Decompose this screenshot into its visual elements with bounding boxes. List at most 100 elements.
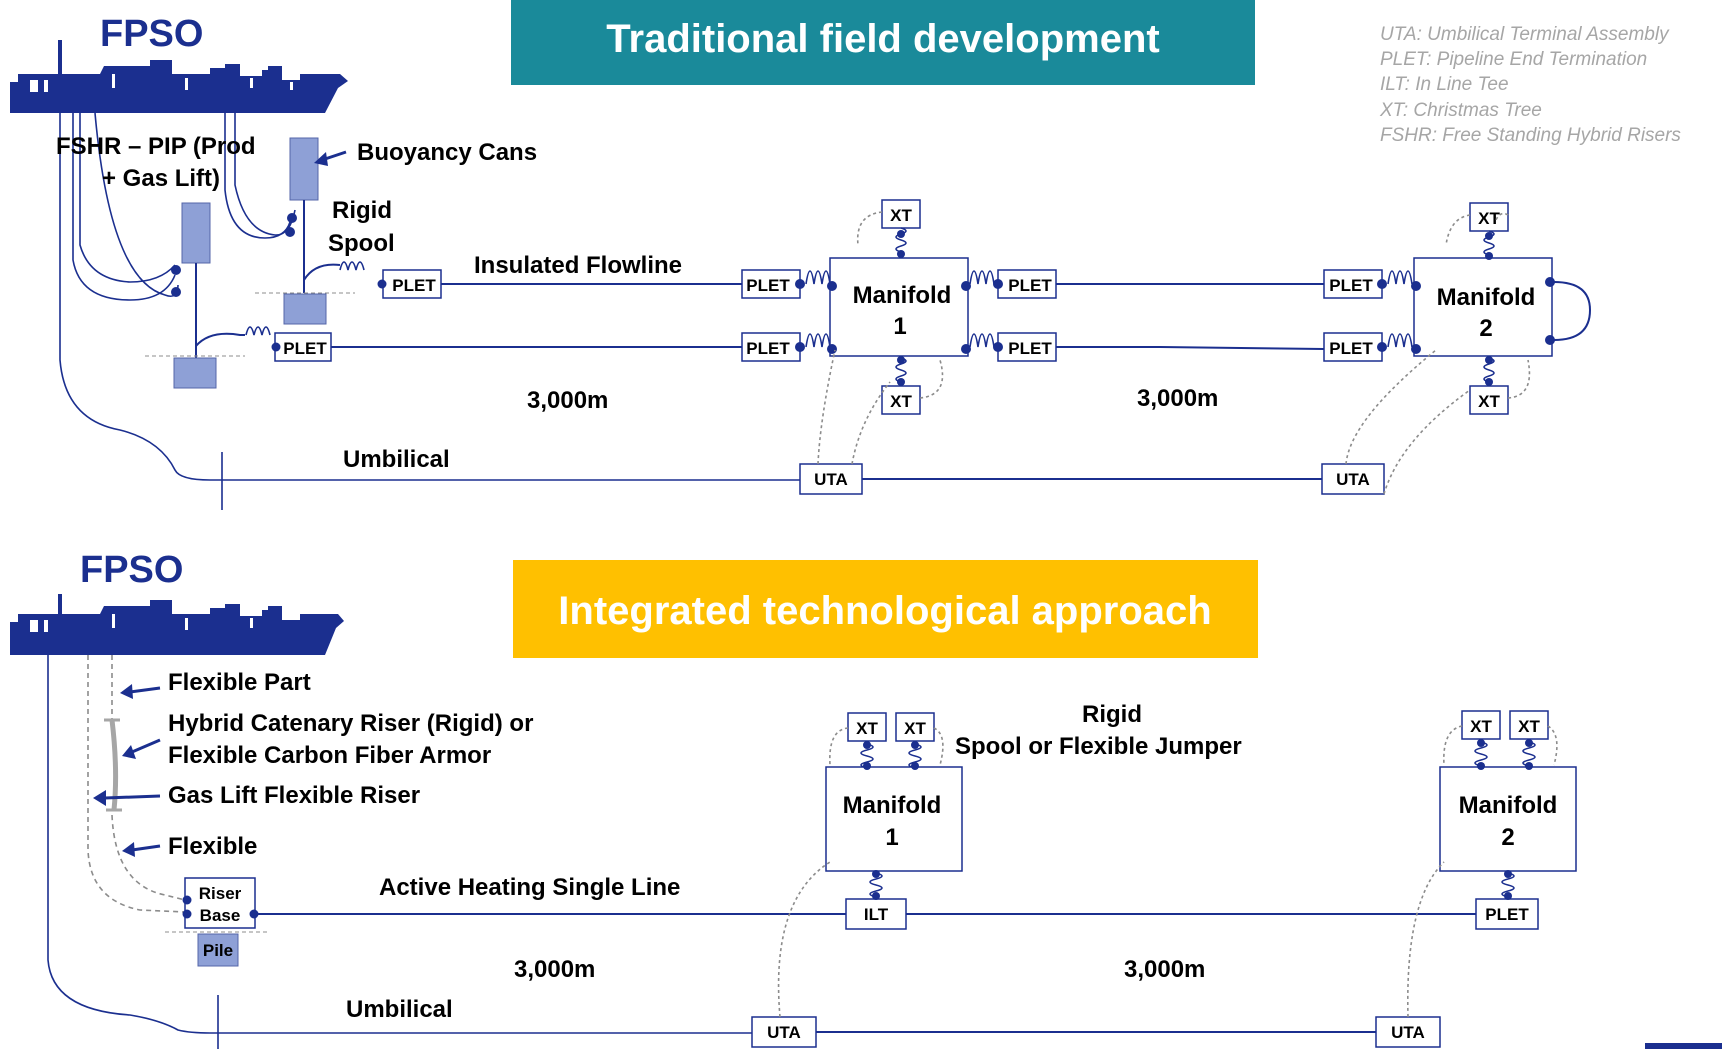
bottom-xt-m1-a (847, 712, 887, 742)
svg-text:PLET: PLET (1008, 339, 1052, 358)
top-plet-m1-lower-in (741, 332, 801, 362)
top-flowline-lower-2 (1056, 346, 1325, 350)
top-anchor-right (283, 293, 327, 325)
top-fshr-label-2: + Gas Lift) (102, 165, 220, 192)
top-rigid-label-2: Spool (328, 230, 395, 257)
bottom-fpso-ship-icon (10, 594, 344, 655)
bottom-xt-m1-b (895, 712, 935, 742)
svg-text:XT: XT (890, 206, 912, 225)
top-manifold-1-label: Manifold (853, 282, 952, 309)
bottom-umbilical-riser-line (47, 655, 752, 1034)
top-manifold-2-label: Manifold (1437, 284, 1536, 311)
top-buoyancy-can-right (289, 137, 319, 201)
top-banner (511, 0, 1255, 85)
bottom-hybrid-label-2: Flexible Carbon Fiber Armor (168, 742, 491, 769)
svg-text:Base: Base (200, 906, 241, 925)
bottom-manifold-2 (1439, 766, 1577, 872)
svg-text:PLET: Pipeline End Termination: PLET: Pipeline End Termination (1380, 49, 1647, 70)
bottom-rigid-label-2: Spool or Flexible Jumper (955, 733, 1242, 760)
svg-text:FSHR: Free Standing Hybrid Ris: FSHR: Free Standing Hybrid Risers (1380, 125, 1681, 146)
abbreviation-legend: UTA: Umbilical Terminal Assembly PLET: P… (1379, 24, 1681, 146)
top-buoyancy-can-left (181, 202, 211, 264)
svg-text:PLET: PLET (1485, 905, 1529, 924)
bottom-ilt (845, 898, 907, 930)
bottom-fpso-label: FPSO (80, 549, 183, 591)
top-fshr-label-1: FSHR – PIP (Prod (56, 133, 256, 160)
bottom-label-arrows (93, 684, 161, 857)
top-umbilical-label: Umbilical (343, 446, 450, 473)
svg-text:PLET: PLET (746, 339, 790, 358)
svg-text:1: 1 (885, 824, 898, 851)
svg-text:1: 1 (893, 313, 906, 340)
svg-text:XT: XT (1478, 392, 1500, 411)
top-insulated-label: Insulated Flowline (474, 252, 682, 279)
svg-text:XT: XT (904, 719, 926, 738)
top-umbilical-riser-line (59, 113, 800, 481)
svg-text:ILT: In Line Tee: ILT: In Line Tee (1380, 74, 1509, 95)
top-xt-m1-upper (881, 199, 921, 229)
bottom-gaslift-label: Gas Lift Flexible Riser (168, 782, 420, 809)
svg-text:XT: XT (1478, 209, 1500, 228)
top-plet-upper-left (382, 269, 442, 299)
svg-text:UTA: UTA (1391, 1023, 1425, 1042)
top-riser-line-1 (72, 113, 176, 301)
svg-text:2: 2 (1479, 315, 1492, 342)
top-manifold-2-loop (1553, 281, 1592, 341)
top-distance-1: 3,000m (527, 387, 608, 414)
top-anchor-left (173, 357, 217, 389)
bottom-pile (197, 933, 239, 967)
bottom-flexible-riser (111, 814, 186, 901)
bottom-active-heating-label: Active Heating Single Line (379, 874, 680, 901)
svg-text:UTA: Umbilical Terminal Asse: UTA: Umbilical Terminal Assembly (1380, 24, 1670, 45)
top-plet-m2-lower-in (1323, 332, 1383, 362)
bottom-manifold-1 (825, 766, 963, 872)
top-distance-2: 3,000m (1137, 385, 1218, 412)
bottom-manifold-1-label: Manifold (843, 792, 942, 819)
svg-text:Riser: Riser (199, 884, 242, 903)
svg-text:XT: Christmas Tree: XT: Christmas Tree (1379, 100, 1542, 121)
top-riser-line-2 (79, 113, 176, 283)
top-plet-m2-upper-in (1323, 269, 1383, 299)
top-xt-m1-lower (881, 385, 921, 415)
top-riser-line-5 (234, 113, 296, 236)
bottom-manifold-2-label: Manifold (1459, 792, 1558, 819)
svg-text:PLET: PLET (1329, 339, 1373, 358)
bottom-banner (513, 560, 1258, 658)
svg-text:UTA: UTA (1336, 470, 1370, 489)
svg-text:UTA: UTA (767, 1023, 801, 1042)
top-plet-lower-left (274, 332, 332, 362)
bottom-rigid-label-1: Rigid (1082, 701, 1142, 728)
svg-text:2: 2 (1501, 824, 1514, 851)
svg-text:XT: XT (856, 719, 878, 738)
bottom-flexible-label: Flexible (168, 833, 257, 860)
top-buoyancy-label: Buoyancy Cans (357, 139, 537, 166)
bottom-flexible-part-label: Flexible Part (168, 669, 311, 696)
svg-text:PLET: PLET (1008, 276, 1052, 295)
top-banner-title: Traditional field development (606, 17, 1159, 61)
top-xt-m2-upper (1469, 202, 1509, 232)
bottom-distance-1: 3,000m (514, 956, 595, 983)
top-xt-m2-lower (1469, 385, 1509, 415)
top-uta-2 (1321, 463, 1385, 495)
svg-text:PLET: PLET (283, 339, 327, 358)
bottom-umbilical-label: Umbilical (346, 996, 453, 1023)
svg-text:XT: XT (890, 392, 912, 411)
top-fpso-ship-icon (10, 40, 348, 113)
corner-logo (1645, 1043, 1722, 1049)
svg-text:PLET: PLET (392, 276, 436, 295)
svg-text:UTA: UTA (814, 470, 848, 489)
svg-text:XT: XT (1518, 717, 1540, 736)
bottom-uta-2 (1375, 1016, 1441, 1048)
top-manifold-1 (829, 257, 969, 357)
top-rigid-label-1: Rigid (332, 197, 392, 224)
svg-text:PLET: PLET (1329, 276, 1373, 295)
bottom-hybrid-label-1: Hybrid Catenary Riser (Rigid) or (168, 710, 533, 737)
bottom-gas-lift-riser (87, 655, 186, 913)
bottom-distance-2: 3,000m (1124, 956, 1205, 983)
svg-text:PLET: PLET (746, 276, 790, 295)
svg-text:ILT: ILT (864, 905, 889, 924)
bottom-hybrid-catenary-riser (109, 719, 119, 811)
top-plet-m1-upper-in (741, 269, 801, 299)
svg-text:Pile: Pile (203, 941, 233, 960)
